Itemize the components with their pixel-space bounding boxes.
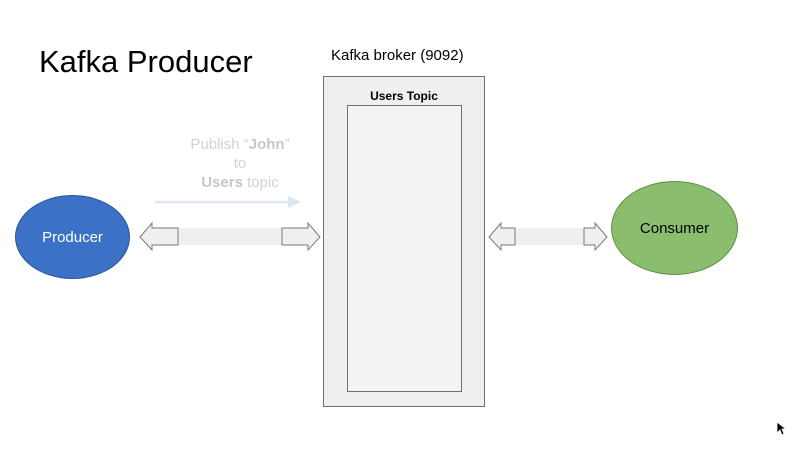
users-topic-label: Users Topic [370, 89, 438, 103]
mouse-pointer-icon [776, 421, 788, 436]
producer-node: Producer [15, 195, 130, 279]
consumer-node: Consumer [611, 181, 738, 275]
broker-label: Kafka broker (9092) [331, 47, 464, 64]
producer-label: Producer [42, 228, 103, 246]
publish-to: to [233, 155, 247, 172]
slide-title: Kafka Producer [39, 44, 253, 79]
producer-broker-double-arrow [139, 221, 321, 252]
publish-topic-name: Users [201, 174, 243, 191]
publish-annotation: Publish “John” to Users topic [170, 135, 310, 192]
publish-prefix: Publish “ [190, 136, 249, 153]
publish-message: John [248, 136, 285, 153]
broker-consumer-double-arrow [488, 221, 608, 252]
users-topic-box [347, 105, 462, 392]
publish-suffix: ” [284, 136, 290, 153]
publish-arrow [155, 196, 301, 208]
publish-topic-suffix: topic [242, 174, 279, 191]
consumer-label: Consumer [639, 219, 710, 237]
